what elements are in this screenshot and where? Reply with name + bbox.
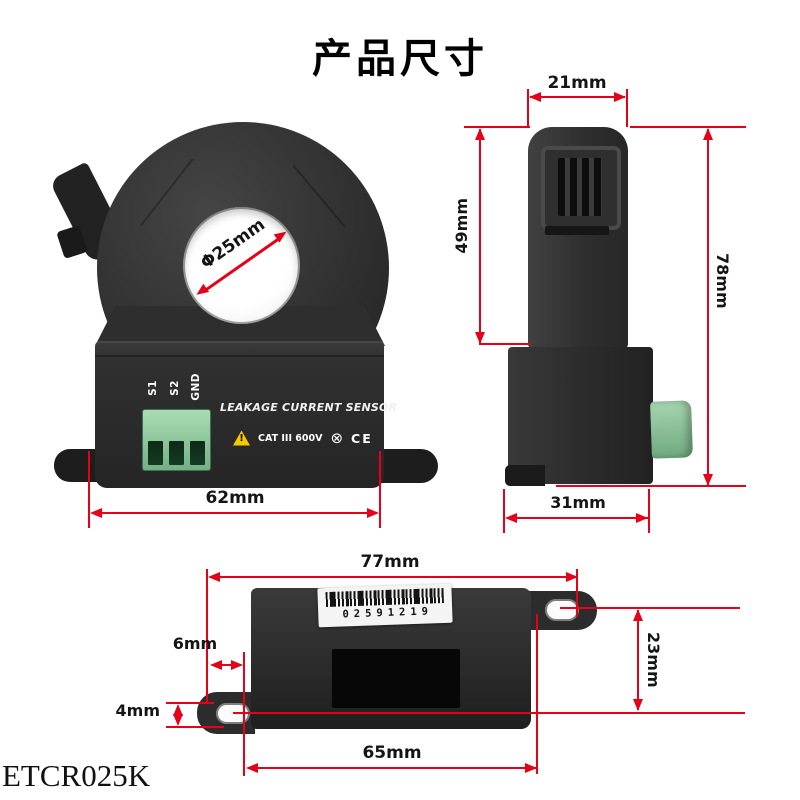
dim-bottom-hole-edge-offset-label: 4mm — [115, 701, 160, 720]
housing-lip-line — [95, 355, 384, 357]
barcode-icon — [325, 587, 444, 608]
terminal-label-s2: S2 — [169, 380, 181, 396]
product-name-label: LEAKAGE CURRENT SENSOR — [220, 401, 398, 414]
model-number-label: ETCR025K — [2, 758, 151, 793]
dim-front-width-label: 62mm — [205, 488, 265, 508]
side-base-foot — [505, 465, 545, 486]
side-latch-bar — [545, 226, 609, 235]
rating-label: CAT III 600V — [258, 432, 323, 444]
terminal-slot — [169, 441, 184, 465]
bottom-recess-window — [332, 649, 460, 708]
side-latch-grip — [558, 158, 602, 216]
dim-side-overall-height-label: 78mm — [713, 253, 732, 309]
rating-row: ! CAT III 600V ⊗ CE — [233, 429, 393, 447]
terminal-slot — [190, 441, 205, 465]
terminal-slot — [148, 441, 163, 465]
terminal-label-gnd: GND — [190, 373, 202, 401]
side-terminal-connector — [650, 400, 693, 459]
dim-bottom-overall-width-label: 77mm — [360, 552, 420, 572]
ce-mark: CE — [351, 430, 373, 446]
double-insulation-icon: ⊗ — [330, 428, 344, 447]
side-body-base — [508, 347, 653, 484]
warning-triangle-icon: ! — [233, 430, 250, 446]
dim-side-top-width-label: 21mm — [547, 73, 607, 93]
dim-side-upper-height-label: 49mm — [452, 198, 471, 254]
barcode-label: 02591219 — [317, 583, 453, 628]
dim-bottom-hole-span-vertical-label: 23mm — [644, 632, 663, 688]
mounting-ear-left — [54, 449, 98, 482]
dim-bottom-hole-span-horizontal-label: 65mm — [362, 743, 422, 763]
terminal-block — [142, 409, 211, 471]
mounting-ear-right — [381, 449, 438, 483]
dim-bottom-hole-inset-label: 6mm — [172, 634, 218, 653]
mounting-hole-right — [545, 599, 579, 621]
terminal-label-s1: S1 — [147, 380, 159, 396]
sensor-base-housing — [95, 341, 384, 488]
dim-side-base-width-label: 31mm — [550, 493, 606, 512]
page-title: 产品尺寸 — [312, 36, 488, 82]
barcode-digits: 02591219 — [342, 605, 434, 621]
